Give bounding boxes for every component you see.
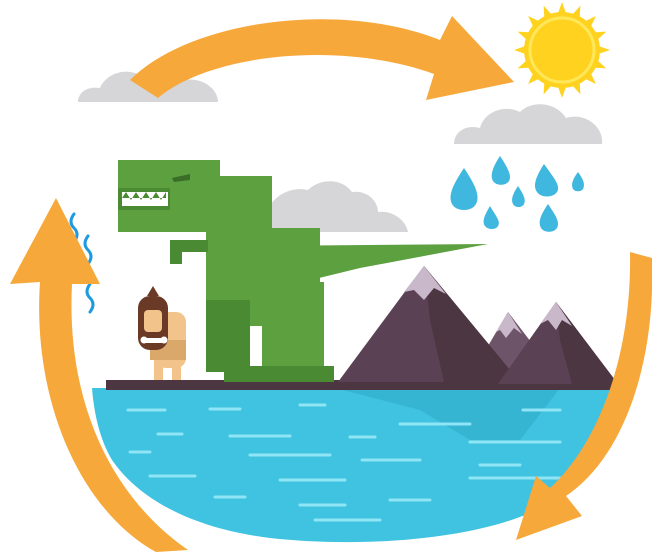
raindrop-icon bbox=[451, 156, 584, 232]
mountains bbox=[338, 266, 618, 384]
dinosaur-leg-front bbox=[262, 282, 324, 368]
dinosaur-leg-back bbox=[206, 300, 250, 372]
dinosaur-feet bbox=[224, 366, 334, 382]
caveman bbox=[138, 286, 186, 380]
sun-icon bbox=[514, 2, 610, 98]
dinosaur-claw bbox=[170, 240, 182, 264]
caveman-topknot bbox=[147, 286, 159, 296]
cloud-icon bbox=[454, 104, 602, 144]
caveman-leg-left bbox=[154, 360, 163, 380]
dinosaur-neck bbox=[206, 176, 258, 226]
caveman-face bbox=[144, 310, 162, 332]
caveman-leg-right bbox=[172, 360, 181, 380]
